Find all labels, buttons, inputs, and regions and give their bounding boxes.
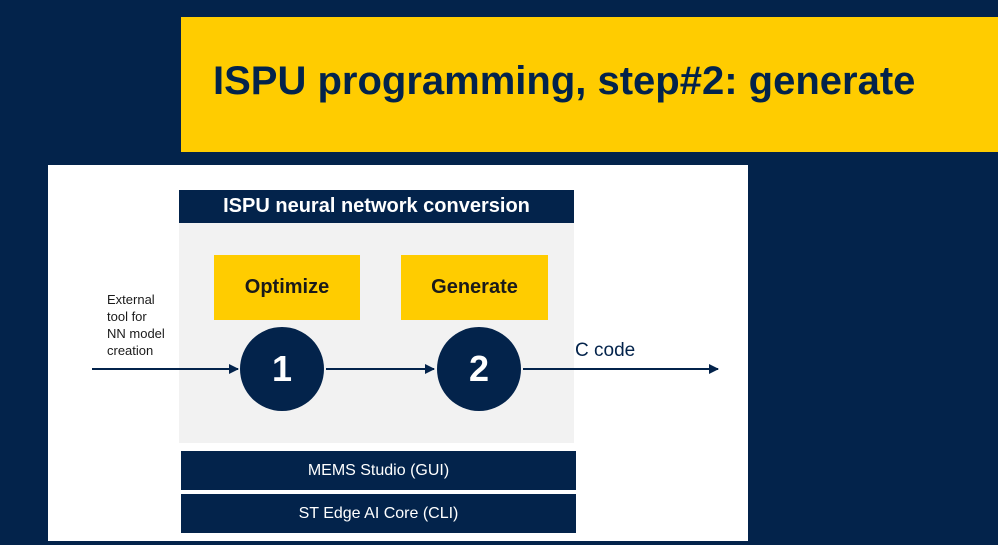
cli-tool-bar: ST Edge AI Core (CLI) [181, 494, 576, 533]
conversion-box: ISPU neural network conversion Optimize … [179, 190, 574, 443]
step-1-circle: 1 [240, 327, 324, 411]
output-label: C code [575, 340, 636, 361]
flow-arrows [92, 364, 719, 374]
title-band: ISPU programming, step#2: generate [181, 17, 998, 152]
gui-tool-bar: MEMS Studio (GUI) [181, 451, 576, 490]
conversion-header: ISPU neural network conversion [179, 190, 574, 223]
optimize-box: Optimize [214, 255, 360, 320]
generate-box: Generate [401, 255, 548, 320]
step-2-circle: 2 [437, 327, 521, 411]
slide-title: ISPU programming, step#2: generate [213, 59, 916, 103]
input-label: External tool for NN model creation [107, 292, 165, 358]
diagram-panel: ISPU neural network conversion Optimize … [48, 165, 748, 541]
